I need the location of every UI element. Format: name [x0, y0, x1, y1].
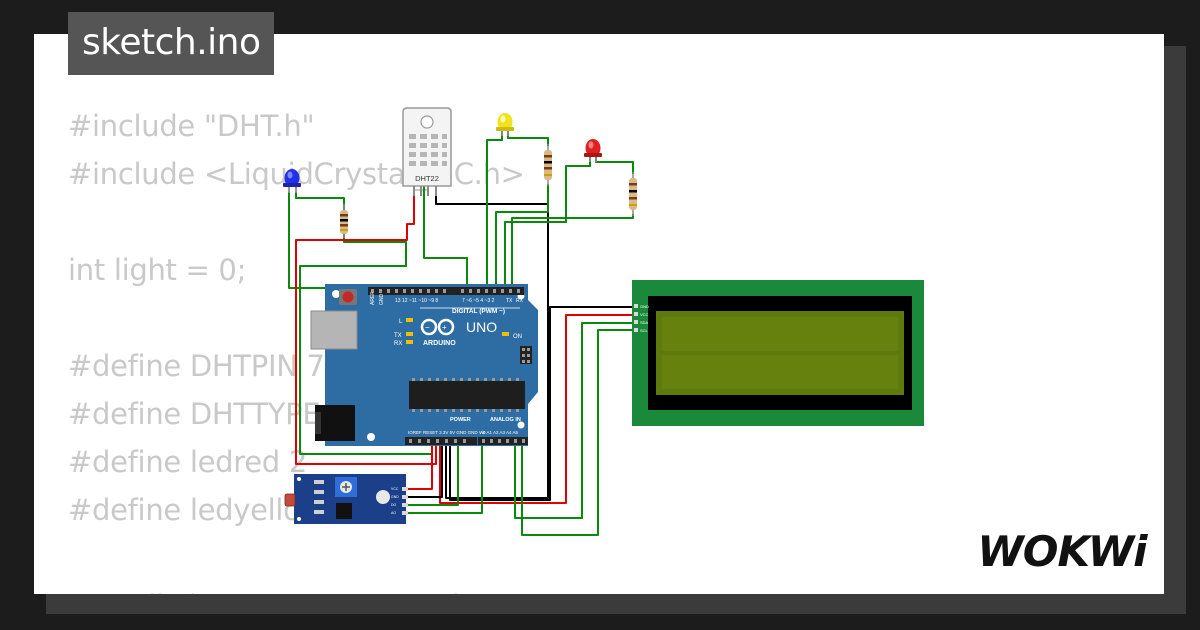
wire-lcd-scl [521, 329, 636, 536]
code-line: #define ledred 2 [68, 445, 307, 479]
power-label: POWER [450, 417, 471, 423]
wokwi-logo: WOKWi [977, 527, 1148, 576]
reset-button [342, 291, 354, 303]
svg-text:IOREF RESET 3.3V 5V GND GND Vi: IOREF RESET 3.3V 5V GND GND Vin [408, 430, 486, 435]
on-label: ON [513, 334, 522, 340]
wire-lcd-sda [514, 322, 636, 519]
atmega-chip [409, 381, 525, 409]
code-line: #define DHTPIN 7 [68, 349, 325, 383]
photoresistor [284, 493, 296, 507]
wire-ldr-ao [404, 444, 483, 514]
code-line: #include <LiquidCrystal_I2C.h> [68, 157, 525, 191]
led-yellow [496, 113, 514, 136]
tx-label: TX [394, 333, 402, 339]
gnd-label: GND [379, 294, 385, 306]
wire-yellow-led-signal [486, 130, 503, 290]
rx-pin-label: RX [516, 298, 524, 304]
wire-ldr-do [404, 444, 459, 506]
lcd-display: GND VCC SDA SCL [632, 280, 924, 426]
arduino-label: ARDUINO [423, 340, 456, 347]
wire-yellow-led-resistor [507, 130, 549, 146]
code-line: #include "DHT.h" [68, 109, 315, 143]
lcd-pin-vcc: VCC [640, 312, 649, 317]
analog-label: ANALOG IN [490, 417, 521, 423]
wire-blue-led-resistor [295, 192, 345, 210]
svg-text:7 ~6 ~5 4 ~3 2: 7 ~6 ~5 4 ~3 2 [462, 298, 495, 304]
analog-header [478, 437, 528, 445]
resistor-red [629, 172, 637, 216]
svg-text:13 12 ~11 ~10 ~9 8: 13 12 ~11 ~10 ~9 8 [395, 298, 438, 304]
wokwi-logo-text: WOKWi [977, 527, 1148, 576]
power-header [405, 437, 477, 445]
resistor-blue [340, 204, 348, 238]
power-jack [315, 405, 355, 441]
dht22-label: DHT22 [415, 174, 439, 183]
file-tab-label: sketch.ino [82, 22, 261, 63]
lcd-pin-scl: SCL [640, 328, 649, 333]
wire-lcd-vcc [439, 314, 636, 504]
wire-red-resistor-gnd [511, 214, 634, 290]
wire-yellow-resistor-gnd [495, 184, 549, 290]
svg-text:−: − [425, 323, 430, 332]
led-red [584, 139, 602, 162]
wire-red-led-resistor [595, 156, 634, 174]
ldr-sensor-module: VCC GND DO AO [284, 474, 408, 524]
svg-text:+: + [442, 323, 447, 332]
wire-dht-data [423, 186, 468, 290]
wire-resistor-gnd [299, 234, 433, 455]
uno-label: UNO [466, 319, 497, 335]
wire-lcd-gnd [449, 306, 636, 501]
tx-pin-label: TX [506, 298, 513, 304]
digital-label: DIGITAL (PWM ~) [452, 308, 505, 315]
wire-red-led-signal [504, 156, 591, 290]
wire-blue-led-signal [288, 192, 378, 300]
aref-label: AREF [370, 292, 376, 305]
wire-ldr-vcc [404, 444, 433, 490]
led-blue [283, 169, 301, 193]
ldr-pin-ao: AO [391, 511, 396, 515]
lcd-pin-gnd: GND [640, 304, 649, 309]
ldr-pin-gnd: GND [391, 495, 399, 499]
usb-connector [310, 310, 358, 350]
arduino-uno-board: AREF GND 13 12 ~11 ~10 ~9 8 7 ~6 ~5 4 ~3… [310, 284, 538, 446]
wire-dht-vcc [295, 186, 437, 465]
lcd-pin-sda: SDA [640, 320, 649, 325]
arduino-infinity-logo [420, 318, 455, 336]
ldr-pin-do: DO [391, 503, 397, 507]
wire-dht-gnd [435, 186, 549, 499]
ldr-pin-vcc: VCC [391, 487, 399, 491]
l-label: L [399, 319, 403, 325]
code-line: int light = 0; [68, 253, 247, 287]
code-line: DHT dht(DHTPIN, DHTTYPE); [68, 582, 525, 594]
wire-ldr-gnd [404, 444, 443, 498]
rx-label: RX [394, 341, 402, 347]
svg-text:A0 A1 A2 A3 A4 A5: A0 A1 A2 A3 A4 A5 [480, 430, 519, 435]
dht22-sensor: DHT22 [402, 107, 452, 196]
resistor-yellow [544, 144, 552, 186]
file-tab: sketch.ino [68, 12, 275, 75]
